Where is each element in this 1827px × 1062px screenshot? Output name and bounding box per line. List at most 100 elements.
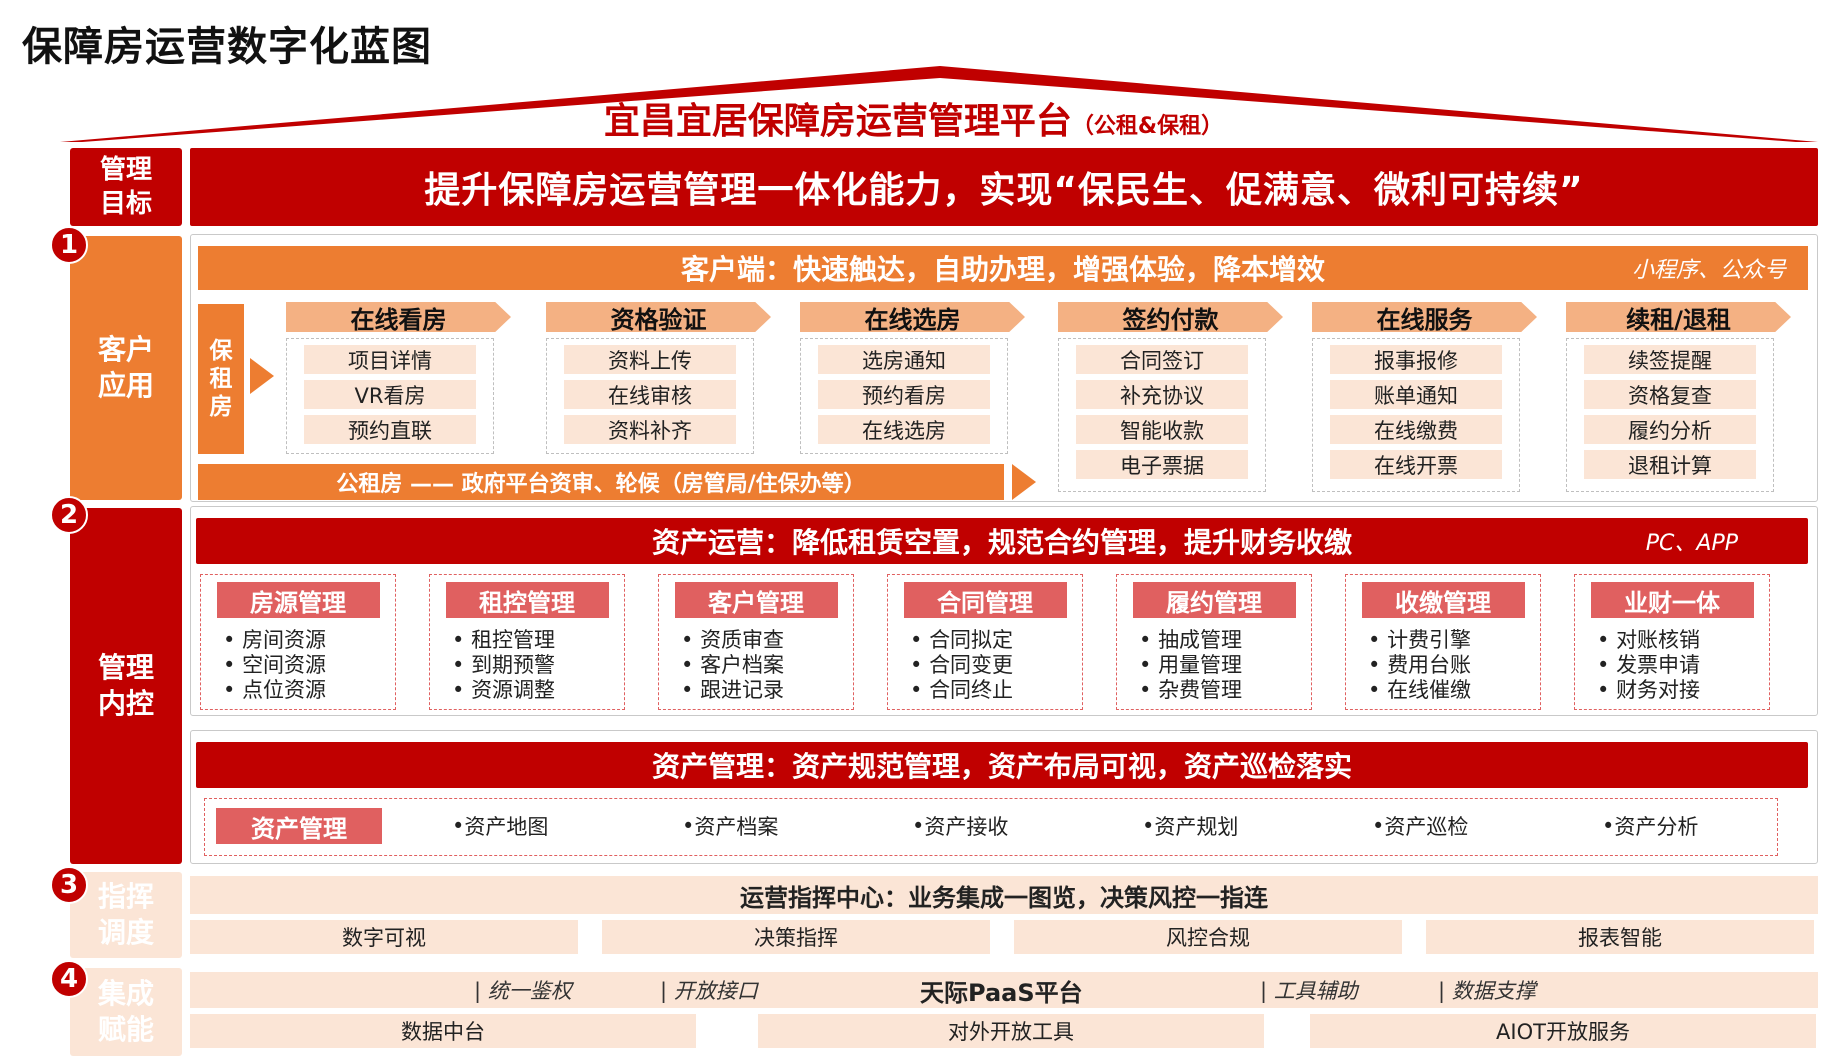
- stage-items-box: 合同签订补充协议智能收款电子票据: [1058, 338, 1266, 492]
- stage-header: 资格验证: [546, 302, 771, 332]
- bullet-icon: •: [1139, 628, 1159, 652]
- module-list: • 房间资源• 空间资源• 点位资源: [201, 628, 326, 703]
- bullet-icon: •: [1142, 814, 1155, 838]
- asset-item: • 资产地图: [452, 808, 548, 844]
- module-list-item-text: 客户档案: [700, 653, 785, 677]
- module-list-item: • 发票申请: [1597, 653, 1700, 678]
- module-list-item-text: 抽成管理: [1158, 628, 1243, 652]
- stage-header: 在线看房: [286, 302, 511, 332]
- module-list-item: • 合同变更: [910, 653, 1013, 678]
- asset-item: • 资产巡检: [1372, 808, 1468, 844]
- module-list-item: • 到期预警: [452, 653, 555, 678]
- module-list: • 租控管理• 到期预警• 资源调整: [430, 628, 555, 703]
- module-list-item: • 计费引擎: [1368, 628, 1471, 653]
- baozufang-label-text: 保 租 房: [209, 338, 233, 420]
- stage-item: 在线开票: [1330, 450, 1502, 479]
- section-number-4: 4: [50, 960, 88, 998]
- module-list-item: • 房间资源: [223, 628, 326, 653]
- module-box: 履约管理 • 抽成管理• 用量管理• 杂费管理: [1116, 574, 1312, 710]
- stage-items-box: 报事报修账单通知在线缴费在线开票: [1312, 338, 1520, 492]
- stage-item: 合同签订: [1076, 345, 1248, 374]
- bullet-icon: •: [1139, 678, 1159, 702]
- module-list-item-text: 财务对接: [1616, 678, 1701, 702]
- stage-item: 智能收款: [1076, 415, 1248, 444]
- asset-banner: 资产管理：资产规范管理，资产布局可视，资产巡检落实: [196, 742, 1808, 788]
- integration-item: 数据中台: [190, 1014, 696, 1048]
- command-item: 报表智能: [1426, 920, 1814, 954]
- asset-box: [204, 798, 1778, 856]
- module-list-item: • 合同终止: [910, 678, 1013, 703]
- goal-text: 提升保障房运营管理一体化能力，实现“保民生、促满意、微利可持续”: [190, 148, 1818, 226]
- stage-item: 选房通知: [818, 345, 990, 374]
- stage-header: 续租/退租: [1566, 302, 1791, 332]
- section-number-2: 2: [50, 496, 88, 534]
- command-banner: 运营指挥中心：业务集成一图览，决策风控一指连: [190, 876, 1818, 914]
- bullet-icon: •: [1602, 814, 1615, 838]
- bullet-icon: •: [681, 678, 701, 702]
- stage-item: 退租计算: [1584, 450, 1756, 479]
- module-title: 履约管理: [1132, 582, 1296, 618]
- section-control-label-text: 管理 内控: [97, 651, 154, 720]
- module-title: 业财一体: [1590, 582, 1754, 618]
- bullet-icon: •: [1139, 653, 1159, 677]
- module-box: 合同管理 • 合同拟定• 合同变更• 合同终止: [887, 574, 1083, 710]
- module-list-item: • 合同拟定: [910, 628, 1013, 653]
- asset-item: • 资产档案: [682, 808, 778, 844]
- goal-label: 管理 目标: [70, 148, 182, 226]
- stage-item: 在线缴费: [1330, 415, 1502, 444]
- customer-banner: 客户端：快速触达，自助办理，增强体验，降本增效 小程序、公众号: [198, 246, 1808, 290]
- module-title: 合同管理: [903, 582, 1067, 618]
- module-list-item-text: 合同终止: [929, 678, 1014, 702]
- module-list-item: • 跟进记录: [681, 678, 784, 703]
- module-list-item-text: 资质审查: [700, 628, 785, 652]
- bullet-icon: •: [452, 628, 472, 652]
- stage-header: 在线服务: [1312, 302, 1537, 332]
- module-list-item-text: 发票申请: [1616, 653, 1701, 677]
- module-list-item-text: 在线催缴: [1387, 678, 1472, 702]
- gongzufang-bar: 公租房 —— 政府平台资审、轮候（房管局/住保办等）: [198, 464, 1004, 500]
- platform-name: 宜昌宜居保障房运营管理平台: [603, 101, 1072, 142]
- section-number-1: 1: [50, 226, 88, 264]
- stage-item: 履约分析: [1584, 415, 1756, 444]
- stage-items-box: 资料上传在线审核资料补齐: [546, 338, 754, 454]
- module-list-item: • 财务对接: [1597, 678, 1700, 703]
- module-list: • 合同拟定• 合同变更• 合同终止: [888, 628, 1013, 703]
- bullet-icon: •: [681, 628, 701, 652]
- platform-title: 宜昌宜居保障房运营管理平台（公租&保租）: [0, 92, 1827, 144]
- stage-item: 续签提醒: [1584, 345, 1756, 374]
- asset-item-text: 资产接收: [924, 815, 1009, 839]
- command-item: 数字可视: [190, 920, 578, 954]
- module-list-item: • 资源调整: [452, 678, 555, 703]
- module-list-item-text: 合同拟定: [929, 628, 1014, 652]
- bullet-icon: •: [910, 628, 930, 652]
- asset-item-text: 资产巡检: [1384, 815, 1469, 839]
- bullet-icon: •: [682, 814, 695, 838]
- asset-item: • 资产规划: [1142, 808, 1238, 844]
- module-list: • 对账核销• 发票申请• 财务对接: [1575, 628, 1700, 703]
- section-integration-label-text: 集成 赋能: [97, 977, 154, 1046]
- bullet-icon: •: [452, 814, 465, 838]
- module-list-item-text: 空间资源: [242, 653, 327, 677]
- ops-banner-text: 资产运营：降低租赁空置，规范合约管理，提升财务收缴: [651, 526, 1352, 559]
- module-title: 租控管理: [445, 582, 609, 618]
- module-box: 客户管理• 资质审查• 客户档案• 跟进记录: [658, 574, 854, 710]
- bullet-icon: •: [1368, 653, 1388, 677]
- asset-item-text: 资产地图: [464, 815, 549, 839]
- stage-item: 项目详情: [304, 345, 476, 374]
- asset-module-title: 资产管理: [216, 808, 382, 844]
- section-command-label-text: 指挥 调度: [97, 880, 154, 949]
- module-list-item: • 点位资源: [223, 678, 326, 703]
- bullet-icon: •: [1597, 678, 1617, 702]
- stage-header: 在线选房: [800, 302, 1025, 332]
- module-list-item-text: 到期预警: [471, 653, 556, 677]
- module-list-item: • 在线催缴: [1368, 678, 1471, 703]
- stage-header: 签约付款: [1058, 302, 1283, 332]
- module-box: 业财一体 • 对账核销• 发票申请• 财务对接: [1574, 574, 1770, 710]
- module-list-item: • 资质审查: [681, 628, 784, 653]
- module-list: • 抽成管理• 用量管理• 杂费管理: [1117, 628, 1242, 703]
- page-title: 保障房运营数字化蓝图: [22, 24, 432, 70]
- integration-item: 对外开放工具: [758, 1014, 1264, 1048]
- module-list-item: • 费用台账: [1368, 653, 1471, 678]
- module-list-item-text: 对账核销: [1616, 628, 1701, 652]
